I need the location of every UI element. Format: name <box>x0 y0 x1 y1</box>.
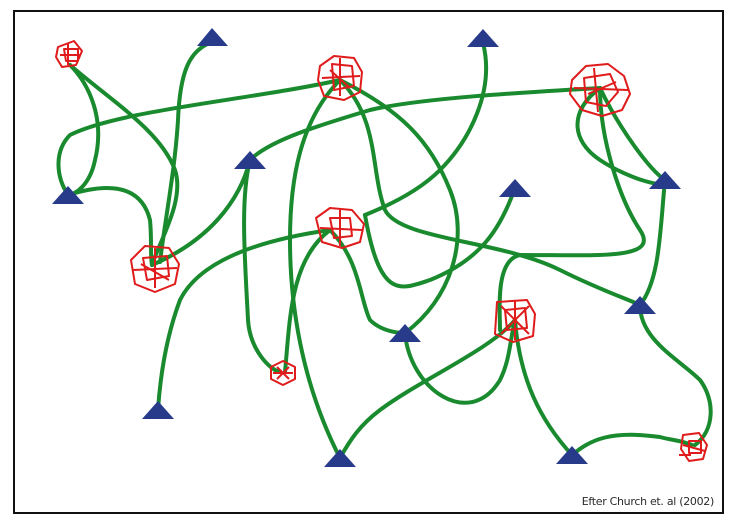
blue-triangle-icon <box>556 446 588 464</box>
blue-triangle-icon <box>499 179 531 197</box>
red-scribble-knot-icon <box>569 63 631 117</box>
source-caption: Efter Church et. al (2002) <box>581 495 715 508</box>
blue-triangle-icon <box>197 28 228 46</box>
diagram-border <box>13 10 724 514</box>
blue-triangle-icon <box>234 151 266 169</box>
red-scribble-knot-icon <box>270 360 296 386</box>
red-scribble-knot-icon <box>494 299 536 343</box>
blue-triangle-icon <box>624 296 656 314</box>
blue-triangle-icon <box>324 449 356 467</box>
red-scribble-knot-icon <box>679 432 708 462</box>
blue-triangle-icon <box>467 29 499 47</box>
blue-triangle-icon <box>142 401 174 419</box>
red-scribble-knot-icon <box>315 207 365 249</box>
red-scribble-knot-icon <box>130 245 180 293</box>
blue-triangle-icon <box>649 171 681 189</box>
red-scribble-knot-icon <box>55 40 83 68</box>
red-knots <box>55 40 708 462</box>
blue-triangle-icon <box>389 324 421 342</box>
blue-triangle-icon <box>52 186 84 204</box>
blue-triangles <box>52 28 681 467</box>
red-scribble-knot-icon <box>317 55 363 101</box>
green-paths <box>56 40 713 460</box>
